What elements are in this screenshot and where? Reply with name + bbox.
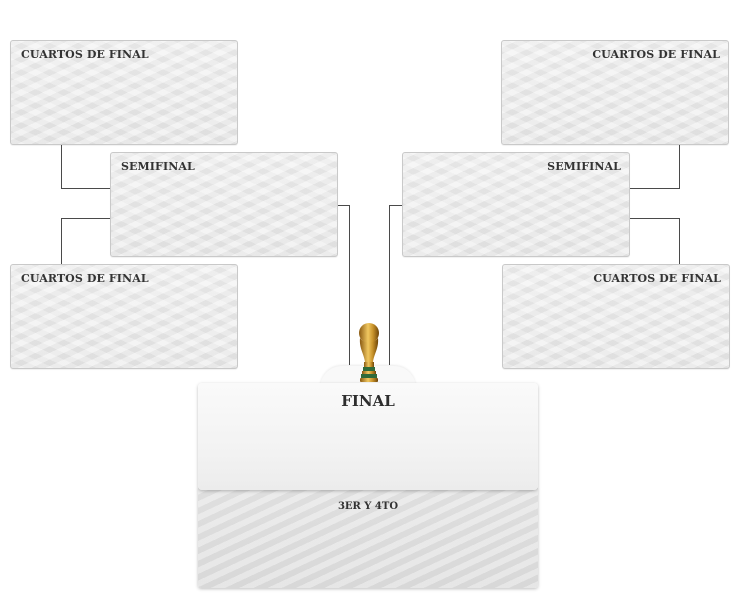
connector-line: [61, 188, 110, 189]
connector-line: [61, 144, 62, 188]
connector-line: [389, 205, 390, 365]
quarterfinal-box-bottom-left[interactable]: CUARTOS DE FINAL: [10, 264, 238, 369]
quarterfinal-label: CUARTOS DE FINAL: [593, 272, 721, 285]
semifinal-label: SEMIFINAL: [121, 160, 195, 173]
quarterfinal-label: CUARTOS DE FINAL: [21, 272, 149, 285]
world-cup-trophy-icon: [354, 322, 384, 384]
final-box[interactable]: FINAL: [198, 383, 538, 490]
quarterfinal-label: CUARTOS DE FINAL: [21, 48, 149, 61]
quarterfinal-box-top-left[interactable]: CUARTOS DE FINAL: [10, 40, 238, 145]
connector-line: [679, 144, 680, 188]
connector-line: [679, 218, 680, 264]
final-label: FINAL: [341, 392, 395, 410]
connector-line: [61, 218, 62, 264]
connector-line: [349, 205, 350, 365]
quarterfinal-box-top-right[interactable]: CUARTOS DE FINAL: [501, 40, 729, 145]
semifinal-label: SEMIFINAL: [547, 160, 621, 173]
connector-line: [629, 188, 680, 189]
third-place-box[interactable]: 3ER Y 4TO: [198, 488, 538, 588]
quarterfinal-label: CUARTOS DE FINAL: [592, 48, 720, 61]
connector-line: [61, 218, 110, 219]
quarterfinal-box-bottom-right[interactable]: CUARTOS DE FINAL: [502, 264, 730, 369]
connector-line: [337, 205, 349, 206]
semifinal-box-left[interactable]: SEMIFINAL: [110, 152, 338, 257]
third-place-label: 3ER Y 4TO: [337, 501, 399, 512]
connector-line: [629, 218, 680, 219]
semifinal-box-right[interactable]: SEMIFINAL: [402, 152, 630, 257]
connector-line: [389, 205, 402, 206]
